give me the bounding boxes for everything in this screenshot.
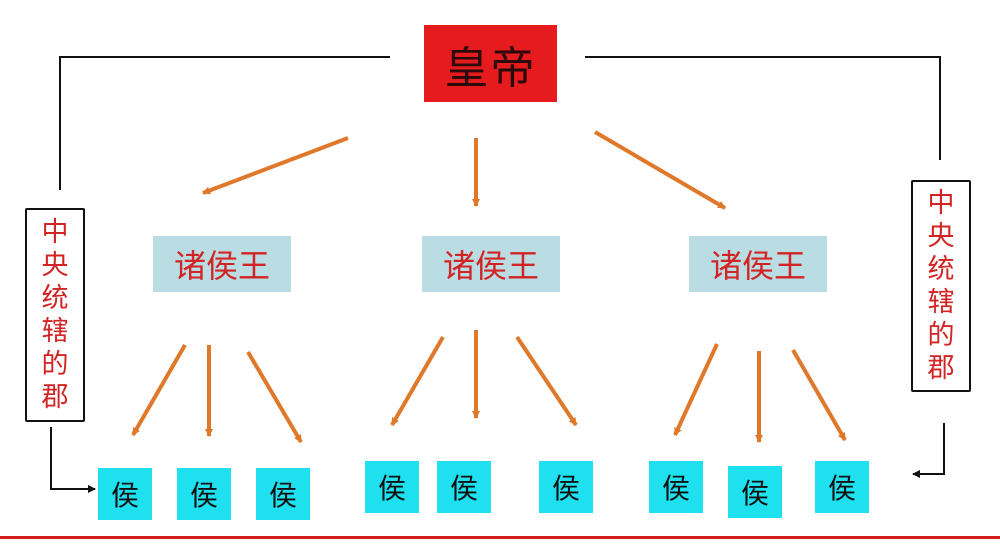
left-commandery-char-5: 的 [41,349,69,380]
right-commandery-char-6: 郡 [927,353,955,384]
marquis-box-5: 侯 [437,461,491,513]
right-connector-line [585,56,941,160]
king-label-3: 诸侯王 [709,247,806,285]
arrow-king1-to-marquis-3 [246,350,303,444]
arrow-emperor-to-king-1 [202,136,349,195]
bottom-caption-strip [0,536,1000,556]
king-box-1: 诸侯王 [153,236,291,292]
right-commandery-char-2: 央 [927,221,955,252]
marquis-label-7: 侯 [661,472,690,505]
right-bottom-connector-arrow [912,423,945,478]
king-label-2: 诸侯王 [442,247,539,285]
marquis-box-8: 侯 [728,466,782,518]
left-commandery-char-6: 郡 [41,382,69,413]
arrow-king3-to-marquis-7 [673,343,719,436]
right-commandery-char-4: 辖 [927,287,955,318]
marquis-label-4: 侯 [377,472,406,505]
marquis-box-3: 侯 [256,468,310,520]
emperor-box: 皇帝 [424,25,557,102]
right-commandery-box: 中 央 统 辖 的 郡 [911,180,971,392]
marquis-box-2: 侯 [177,468,231,520]
arrow-king2-to-marquis-6 [515,335,578,427]
king-label-1: 诸侯王 [173,247,270,285]
king-box-3: 诸侯王 [689,236,827,292]
right-commandery-char-5: 的 [927,320,955,351]
arrow-emperor-to-king-3 [593,130,727,210]
king-box-2: 诸侯王 [422,236,560,292]
arrow-king1-to-marquis-1 [131,343,187,437]
marquis-box-6: 侯 [539,461,593,513]
marquis-label-8: 侯 [740,477,769,510]
marquis-box-4: 侯 [365,461,419,513]
left-bottom-connector-arrow [50,427,96,493]
left-commandery-box: 中 央 统 辖 的 郡 [25,208,85,422]
emperor-label: 皇帝 [444,42,537,94]
marquis-label-6: 侯 [551,472,580,505]
marquis-label-1: 侯 [110,479,139,512]
left-commandery-char-3: 统 [41,283,69,314]
arrow-king3-to-marquis-9 [791,348,847,442]
right-commandery-char-3: 统 [927,254,955,285]
marquis-label-5: 侯 [449,472,478,505]
marquis-label-3: 侯 [268,479,297,512]
left-connector-line [59,56,390,190]
left-commandery-char-4: 辖 [41,316,69,347]
marquis-label-9: 侯 [827,472,856,505]
left-commandery-char-2: 央 [41,250,69,281]
marquis-label-2: 侯 [189,479,218,512]
left-commandery-char-1: 中 [41,217,69,248]
marquis-box-9: 侯 [815,461,869,513]
right-commandery-char-1: 中 [927,188,955,219]
marquis-box-1: 侯 [98,468,152,520]
arrow-king2-to-marquis-4 [390,335,445,427]
marquis-box-7: 侯 [649,461,703,513]
